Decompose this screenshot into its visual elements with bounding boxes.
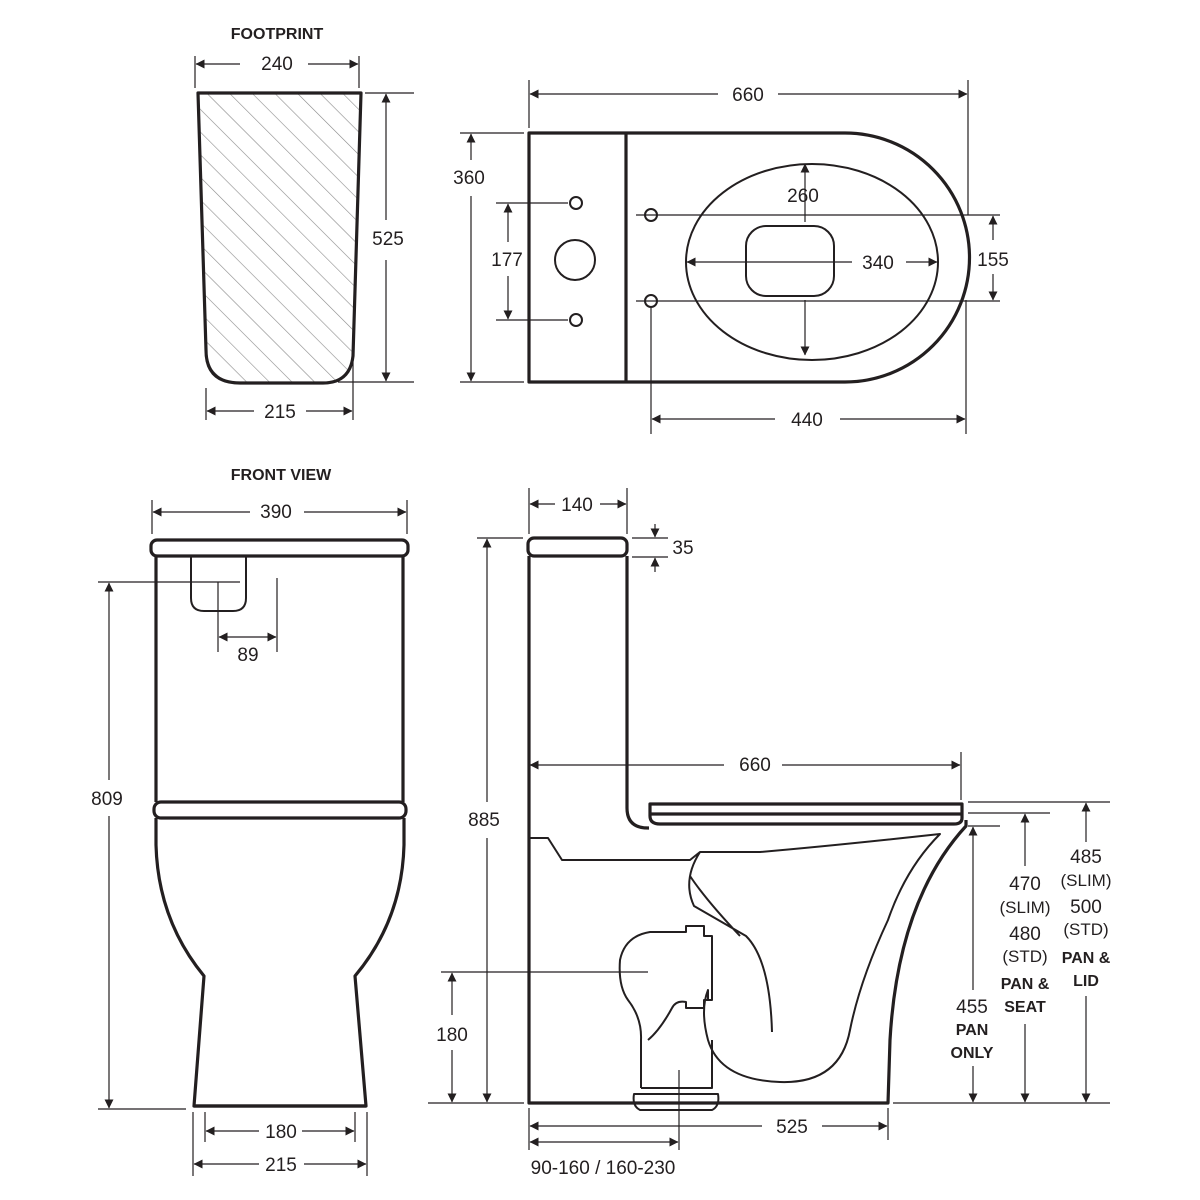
front-view-title: FRONT VIEW bbox=[231, 467, 332, 484]
dim-seat-width: 340 bbox=[686, 253, 938, 274]
dim-cistern-depth: 140 bbox=[529, 495, 627, 516]
dimension-label: SEAT bbox=[1004, 999, 1046, 1016]
footprint-title: FOOTPRINT bbox=[231, 26, 324, 43]
dimension-label: 140 bbox=[561, 495, 593, 516]
dimension-label: 440 bbox=[791, 410, 823, 431]
cistern-lid bbox=[149, 538, 410, 558]
dim-plan-depth: 360 bbox=[453, 133, 485, 382]
dimension-label: 660 bbox=[732, 85, 764, 106]
dim-pan-length: 440 bbox=[651, 410, 966, 431]
dimension-label: 180 bbox=[436, 1025, 468, 1046]
cistern-hole-top bbox=[569, 196, 583, 210]
dim-front-height: 809 bbox=[91, 582, 123, 1109]
dimension-label: 525 bbox=[372, 229, 404, 250]
dimension-label: PAN & bbox=[1001, 976, 1050, 993]
side-cistern-lid bbox=[526, 536, 629, 558]
bowl-outlet bbox=[745, 225, 835, 297]
cistern-hole-bottom bbox=[569, 313, 583, 327]
dimension-label: PAN & bbox=[1062, 950, 1111, 967]
dimension-label: 215 bbox=[265, 1155, 297, 1176]
dimension-label: 500 bbox=[1070, 897, 1102, 918]
dim-plan-length: 660 bbox=[529, 85, 968, 106]
dim-button-offset: 89 bbox=[218, 632, 277, 666]
dim-base-outer-width: 215 bbox=[193, 1155, 367, 1176]
dim-outlet-height: 180 bbox=[436, 972, 468, 1103]
dim-side-pan-length: 660 bbox=[529, 755, 961, 776]
plan-view: 660 360 177 bbox=[453, 80, 1009, 434]
dim-seat-depth: 260 bbox=[787, 163, 819, 356]
dimension-label: 360 bbox=[453, 168, 485, 189]
dim-footprint-top-width: 240 bbox=[195, 54, 359, 75]
dimension-label: 180 bbox=[265, 1122, 297, 1143]
dimension-label: 885 bbox=[468, 810, 500, 831]
footprint-view: FOOTPRINT 240 525 215 bbox=[194, 26, 414, 423]
pan-body bbox=[154, 818, 406, 1108]
front-view: FRONT VIEW 390 89 bbox=[91, 467, 410, 1176]
dim-hole-spacing: 177 bbox=[491, 203, 523, 320]
dimension-label: 455 bbox=[956, 997, 988, 1018]
dimension-label: 155 bbox=[977, 250, 1009, 271]
seat-opening bbox=[685, 163, 939, 361]
dimension-label: 90-160 / 160-230 bbox=[531, 1158, 676, 1179]
side-outline bbox=[527, 556, 968, 1105]
outlet-pipe bbox=[618, 925, 720, 1111]
dimension-label: 240 bbox=[261, 54, 293, 75]
dim-setout-range: 90-160 / 160-230 bbox=[529, 1137, 679, 1179]
dim-base-inner-width: 180 bbox=[205, 1122, 355, 1143]
dimension-label: 35 bbox=[672, 538, 693, 559]
dim-cistern-width: 390 bbox=[152, 502, 407, 523]
dim-footprint-bottom-width: 215 bbox=[206, 402, 353, 423]
dim-pan-seat-height: 470 (SLIM) 480 (STD) PAN & SEAT bbox=[1000, 813, 1051, 1103]
dimension-label: (SLIM) bbox=[1000, 898, 1051, 917]
dimension-label: (STD) bbox=[1063, 920, 1108, 939]
seat-band bbox=[152, 800, 408, 820]
dim-pan-lid-height: 485 (SLIM) 500 (STD) PAN & LID bbox=[1061, 802, 1112, 1103]
dim-lid-thickness: 35 bbox=[650, 524, 694, 572]
dimension-label: (STD) bbox=[1002, 947, 1047, 966]
dimension-label: ONLY bbox=[951, 1045, 994, 1062]
side-seat bbox=[648, 802, 964, 826]
dimension-label: 89 bbox=[237, 645, 258, 666]
dimension-label: LID bbox=[1073, 973, 1099, 990]
dimension-label: 485 bbox=[1070, 847, 1102, 868]
flush-button-icon bbox=[554, 239, 596, 281]
dim-base-length: 525 bbox=[529, 1117, 888, 1138]
trapway bbox=[529, 833, 941, 1084]
drawing-shape bbox=[198, 93, 361, 383]
dimension-label: 340 bbox=[862, 253, 894, 274]
dimension-label: 660 bbox=[739, 755, 771, 776]
dimension-label: 525 bbox=[776, 1117, 808, 1138]
plan-outline bbox=[527, 131, 972, 384]
dimension-label: 390 bbox=[260, 502, 292, 523]
dimension-label: PAN bbox=[956, 1022, 989, 1039]
dimension-label: 177 bbox=[491, 250, 523, 271]
footprint-outline bbox=[196, 91, 363, 385]
dimension-label: 260 bbox=[787, 186, 819, 207]
dim-side-height: 885 bbox=[468, 538, 500, 1103]
side-view: 140 35 885 660 bbox=[428, 488, 1112, 1179]
dim-footprint-height: 525 bbox=[372, 93, 404, 382]
dim-pan-only-height: 455 PAN ONLY bbox=[951, 826, 994, 1103]
dimension-label: 480 bbox=[1009, 924, 1041, 945]
dimension-label: 470 bbox=[1009, 874, 1041, 895]
dimension-label: (SLIM) bbox=[1061, 871, 1112, 890]
cistern-body bbox=[154, 556, 405, 802]
dimension-label: 215 bbox=[264, 402, 296, 423]
dim-bolt-spacing: 155 bbox=[977, 215, 1009, 301]
dimension-label: 809 bbox=[91, 789, 123, 810]
